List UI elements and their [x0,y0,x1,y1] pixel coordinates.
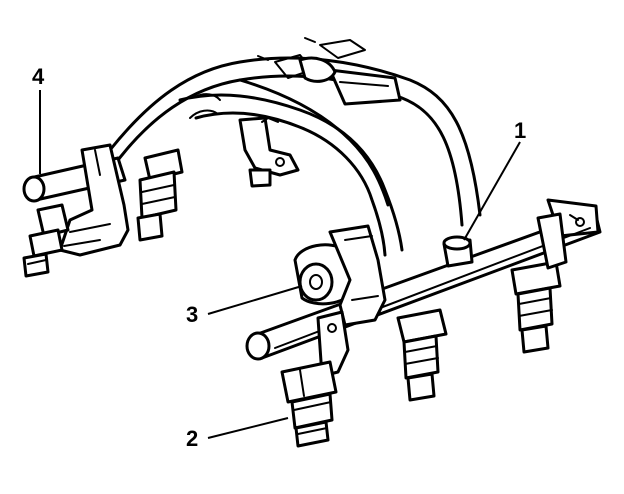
callout-leaders [39,90,521,439]
fuel-injector [280,360,338,448]
test-port-cap [442,235,474,268]
leader-3 [207,285,303,315]
crossover-tubes [108,56,482,257]
leader-2 [207,417,289,439]
pressure-regulator [293,224,387,327]
front-injector-middle [396,308,448,402]
leader-1 [463,141,521,241]
rear-injector [136,148,184,242]
callout-labels: 4 1 3 2 [32,64,526,451]
callout-1: 1 [514,118,526,143]
front-injector-right [510,212,568,354]
callout-2: 2 [186,426,198,451]
callout-4: 4 [32,64,45,89]
left-fuel-rail [22,143,130,278]
top-bracket [257,37,402,106]
center-bracket [238,116,300,188]
callout-3: 3 [186,302,198,327]
